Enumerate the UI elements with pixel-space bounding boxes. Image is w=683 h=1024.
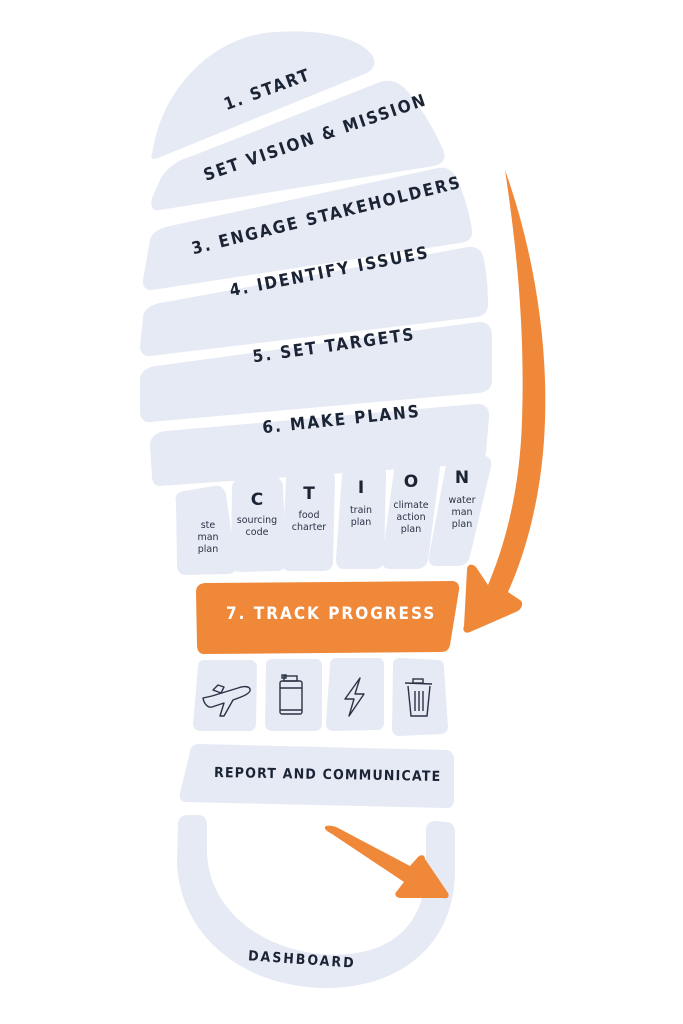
report-band	[179, 744, 454, 809]
action-tile-3	[282, 469, 335, 571]
action-tile-2-text: sourcing code	[236, 515, 278, 538]
action-tile-1-text: ste man plan	[197, 520, 219, 555]
action-tile-3-text: food charter	[291, 510, 327, 533]
icon-tile-2	[265, 659, 322, 731]
trash-bin-icon	[404, 678, 433, 717]
action-tile-6-text: water man plan	[448, 495, 476, 530]
airplane-icon	[202, 684, 251, 717]
icon-tile-4	[392, 658, 448, 736]
action-tile-5	[381, 458, 441, 569]
step-4-band	[140, 246, 488, 357]
lightning-bolt-icon	[344, 677, 365, 717]
action-tile-6	[428, 456, 492, 566]
main-flow-arrow	[463, 170, 546, 633]
step-1-band	[151, 31, 375, 159]
dashboard-heel	[177, 815, 455, 989]
action-tile-4-letter: I	[357, 478, 365, 498]
action-tile-1	[175, 485, 237, 575]
step-3-band	[142, 167, 473, 291]
icon-tile-1	[193, 660, 257, 731]
action-tile-4	[336, 466, 387, 569]
action-tile-2	[231, 476, 286, 572]
action-tile-2-letter: C	[250, 490, 264, 510]
track-progress-label: 7. TRACK PROGRESS	[226, 604, 437, 624]
action-tile-3-letter: T	[303, 484, 315, 504]
action-tile-4-text: train plan	[349, 505, 373, 528]
heel-arrow	[324, 825, 449, 899]
track-progress-band	[196, 581, 460, 654]
action-tile-6-letter: N	[454, 468, 470, 488]
action-tile-5-letter: O	[403, 472, 419, 492]
action-tile-5-text: climate action plan	[393, 500, 429, 535]
step-2-band	[151, 80, 445, 211]
step-5-band	[140, 321, 492, 423]
fuel-canister-icon	[279, 674, 303, 715]
